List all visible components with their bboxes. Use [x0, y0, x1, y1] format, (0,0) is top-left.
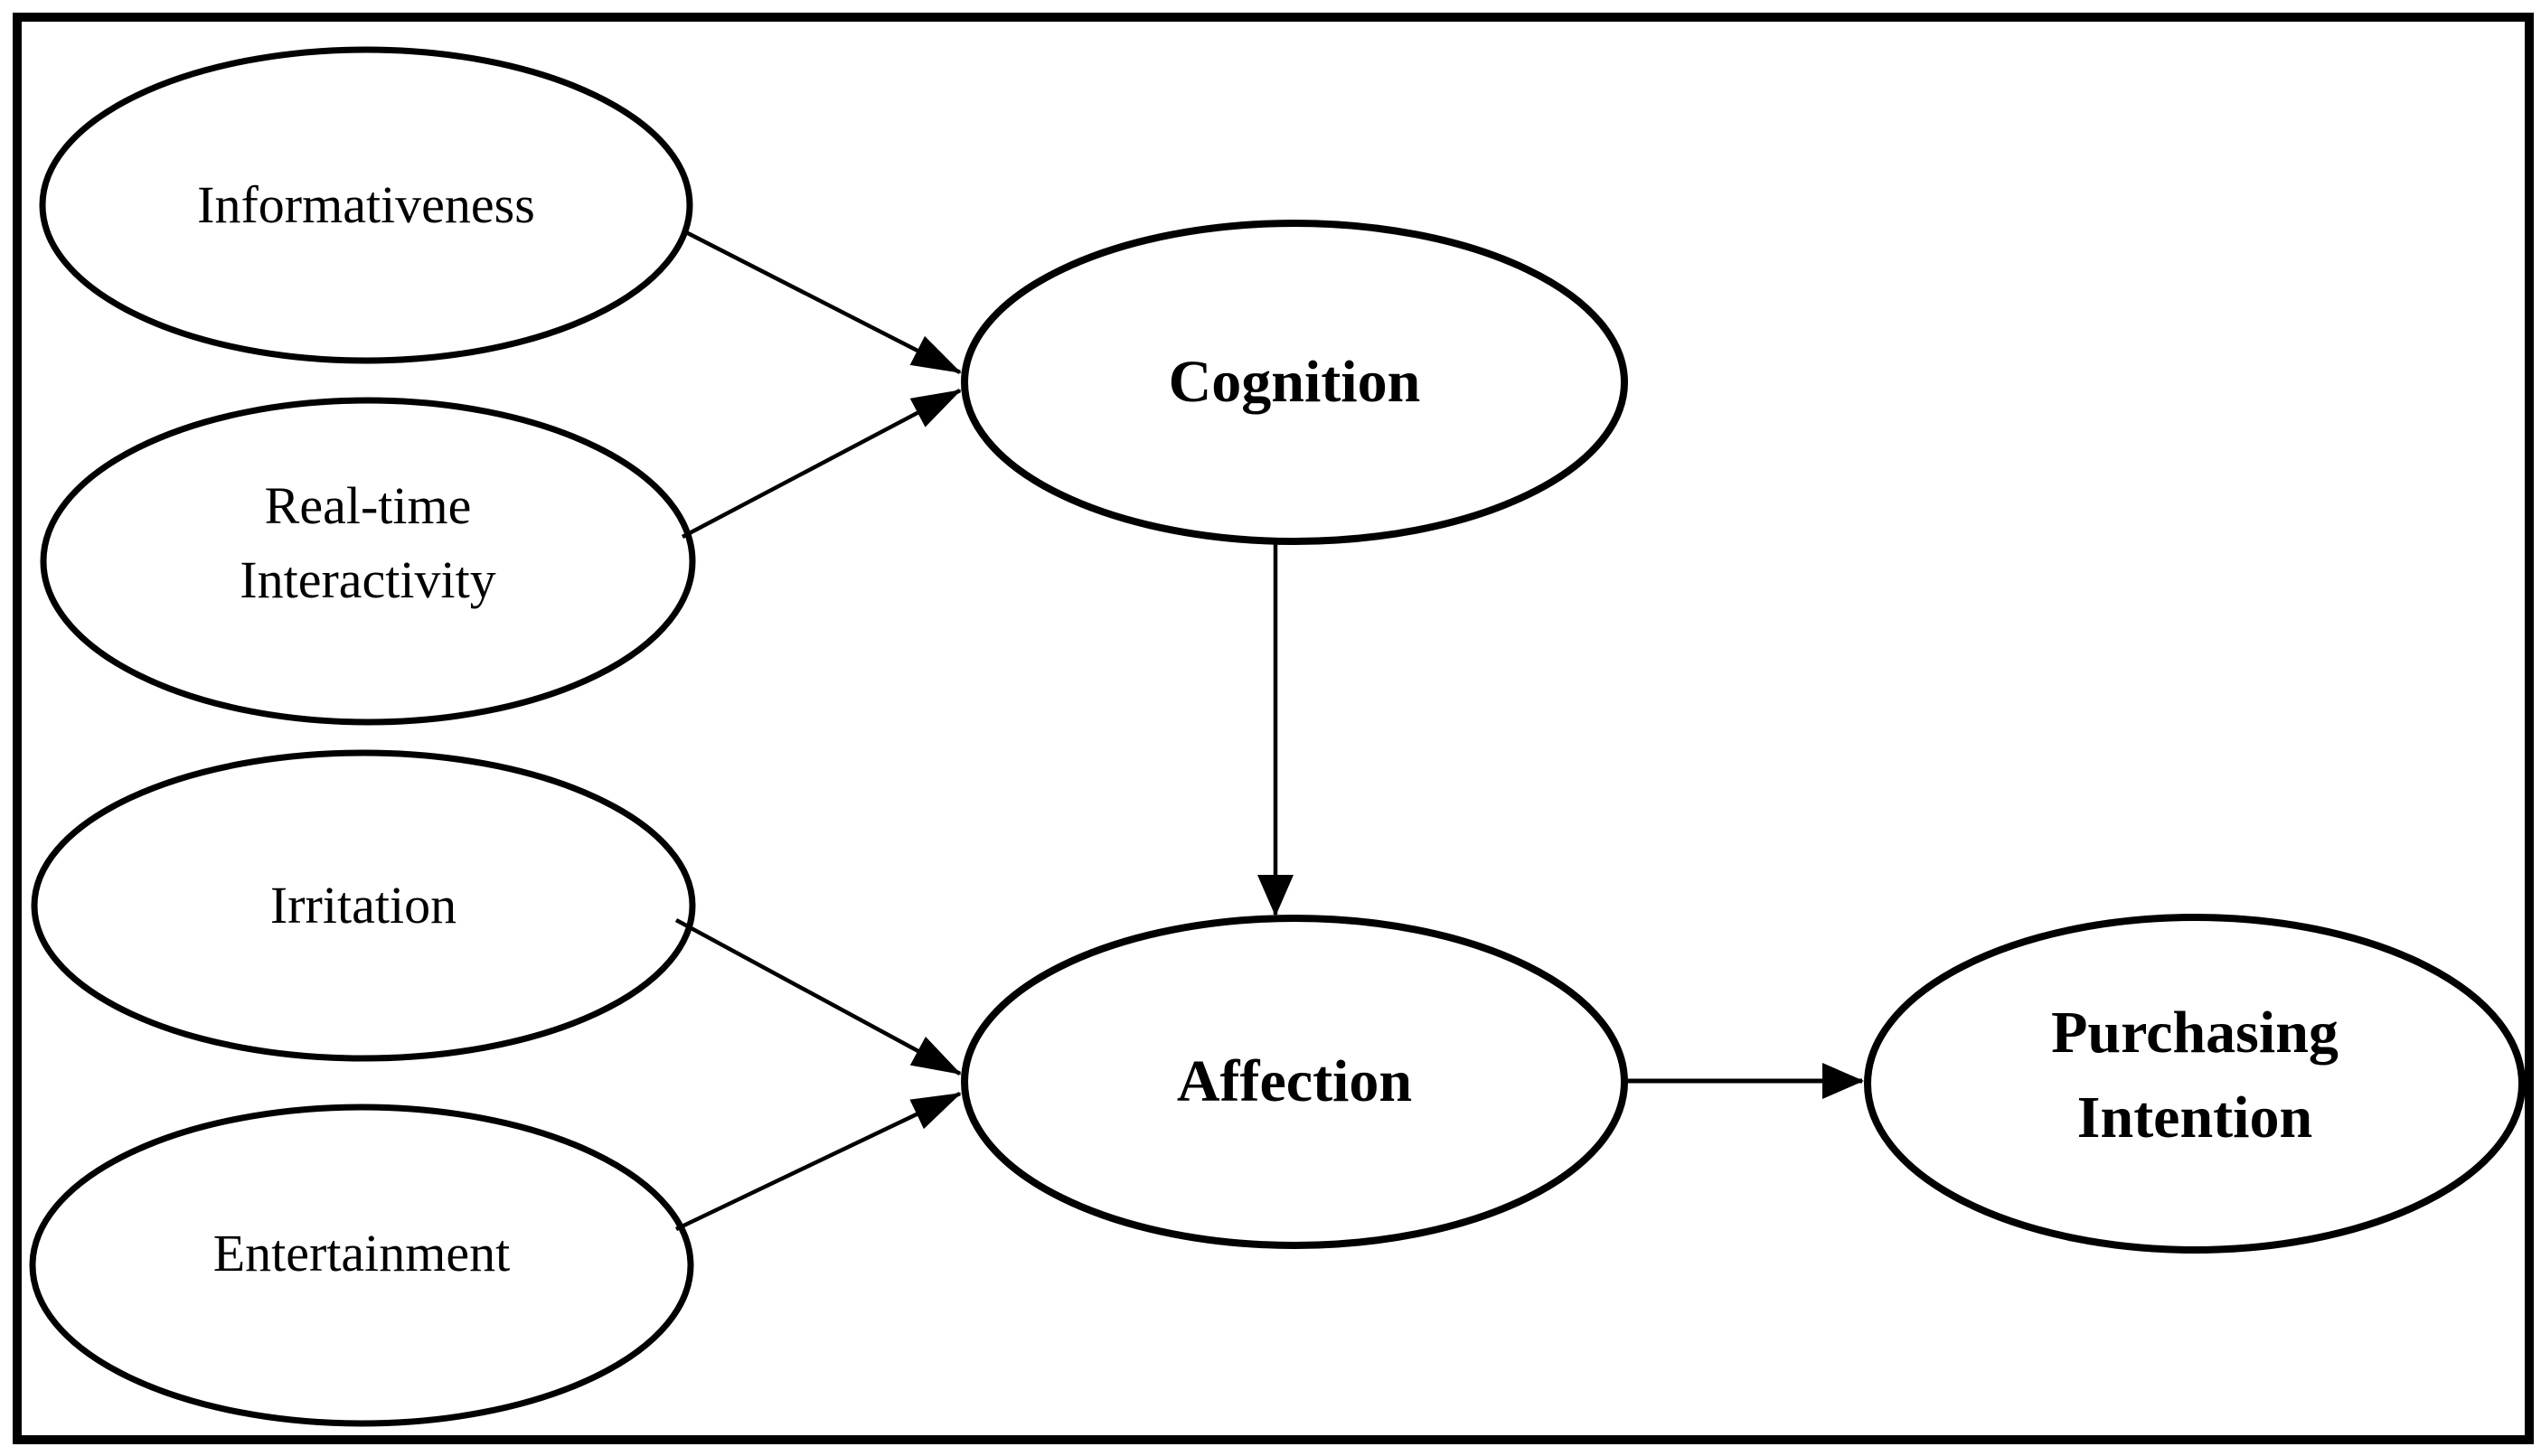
- affection-ellipse: [961, 915, 1628, 1249]
- irritation-ellipse: [31, 749, 696, 1062]
- purchasing-intention-ellipse: [1864, 914, 2526, 1254]
- cognition-ellipse: [961, 220, 1628, 545]
- figure-border-frame: [13, 13, 2534, 1444]
- real-time-interactivity-ellipse: [40, 397, 696, 726]
- entertainment-ellipse: [29, 1104, 694, 1427]
- arrow-entertainment-to-affection: [675, 1091, 962, 1232]
- arrow-irritation-to-affection: [674, 918, 962, 1076]
- informativeness-ellipse: [39, 46, 693, 364]
- arrow-informativeness-to-cognition: [681, 228, 962, 375]
- arrow-real-time-interactivity-to-cognition: [681, 389, 962, 539]
